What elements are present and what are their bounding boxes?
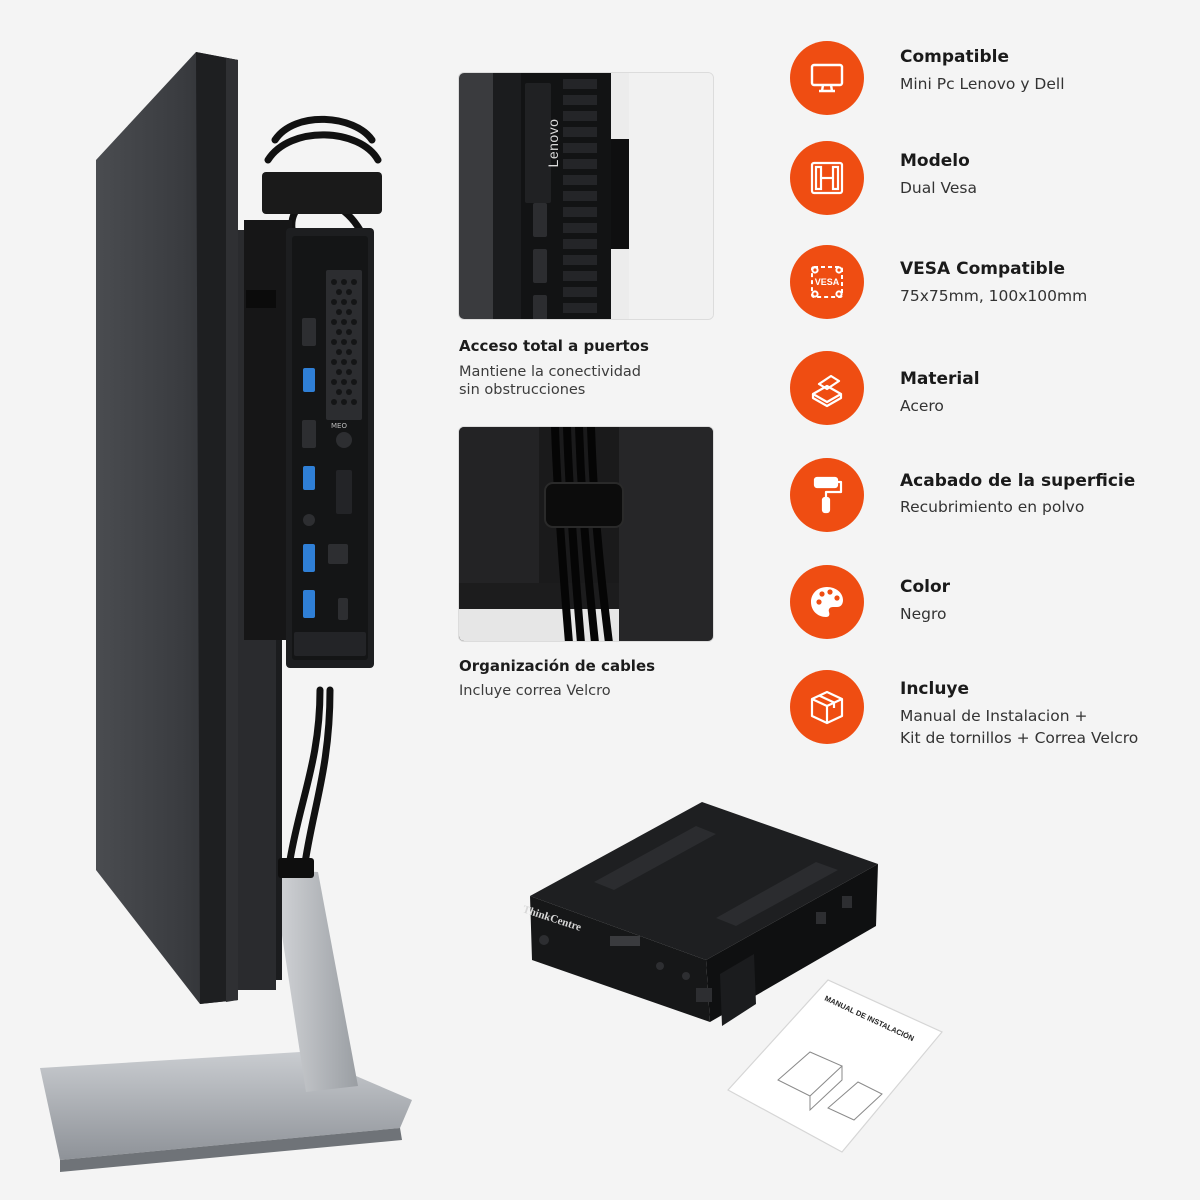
installation-manual — [727, 979, 943, 1153]
ports-detail-photo: Lenovo — [458, 72, 714, 320]
spec-value-color: Negro — [900, 605, 947, 623]
bracket-and-manual: ThinkCentre MANUAL DE INSTALACIÓN — [521, 802, 943, 1153]
spec-value-compatible: Mini Pc Lenovo y Dell — [900, 75, 1065, 93]
monitor-icon — [790, 41, 864, 115]
ports-caption-line-2: sin obstrucciones — [459, 382, 586, 398]
spec-value-vesa: 75x75mm, 100x100mm — [900, 287, 1088, 305]
spec-title-material: Material — [900, 369, 980, 389]
monitor-illustration: MEO — [40, 52, 412, 1172]
spec-title-acabado: Acabado de la superficie — [900, 471, 1136, 491]
mount-bracket — [244, 220, 292, 640]
cables-caption-title: Organización de cables — [459, 657, 656, 675]
monitor-stand-neck — [272, 870, 358, 1092]
ports-caption-line-1: Mantiene la conectividad — [459, 364, 642, 380]
paint-roller-icon — [790, 458, 864, 532]
ports-caption-title: Acceso total a puertos — [459, 337, 649, 355]
spec-title-color: Color — [900, 577, 951, 597]
spec-value-incluye-line-2: Kit de tornillos + Correa Velcro — [900, 729, 1139, 747]
velcro-strap — [278, 858, 314, 878]
spec-title-modelo: Modelo — [900, 151, 970, 171]
spec-title-vesa: VESA Compatible — [900, 259, 1066, 279]
vesa-icon: VESA — [790, 245, 864, 319]
dual-vesa-icon — [790, 141, 864, 215]
palette-icon — [790, 565, 864, 639]
spec-value-modelo: Dual Vesa — [900, 179, 978, 197]
mini-pc — [286, 228, 374, 668]
mount-top-clip — [262, 172, 382, 214]
brand-label: Lenovo — [545, 118, 561, 168]
port-tag: MEO — [331, 422, 347, 430]
monitor-panel — [96, 52, 282, 1004]
spec-value-incluye-line-1: Manual de Instalacion + — [900, 707, 1088, 725]
cable-detail-photo — [458, 426, 714, 642]
box-icon — [790, 670, 864, 744]
spec-value-acabado: Recubrimiento en polvo — [900, 498, 1085, 516]
vesa-icon-text: VESA — [814, 277, 840, 287]
spec-title-incluye: Incluye — [900, 679, 970, 699]
cables-caption-description: Incluye correa Velcro — [459, 683, 611, 699]
mini-pc-bracket — [530, 802, 878, 1026]
spec-value-material: Acero — [900, 397, 944, 415]
steel-bars-icon — [790, 351, 864, 425]
monitor-base — [40, 1052, 412, 1172]
spec-title-compatible: Compatible — [900, 47, 1009, 67]
